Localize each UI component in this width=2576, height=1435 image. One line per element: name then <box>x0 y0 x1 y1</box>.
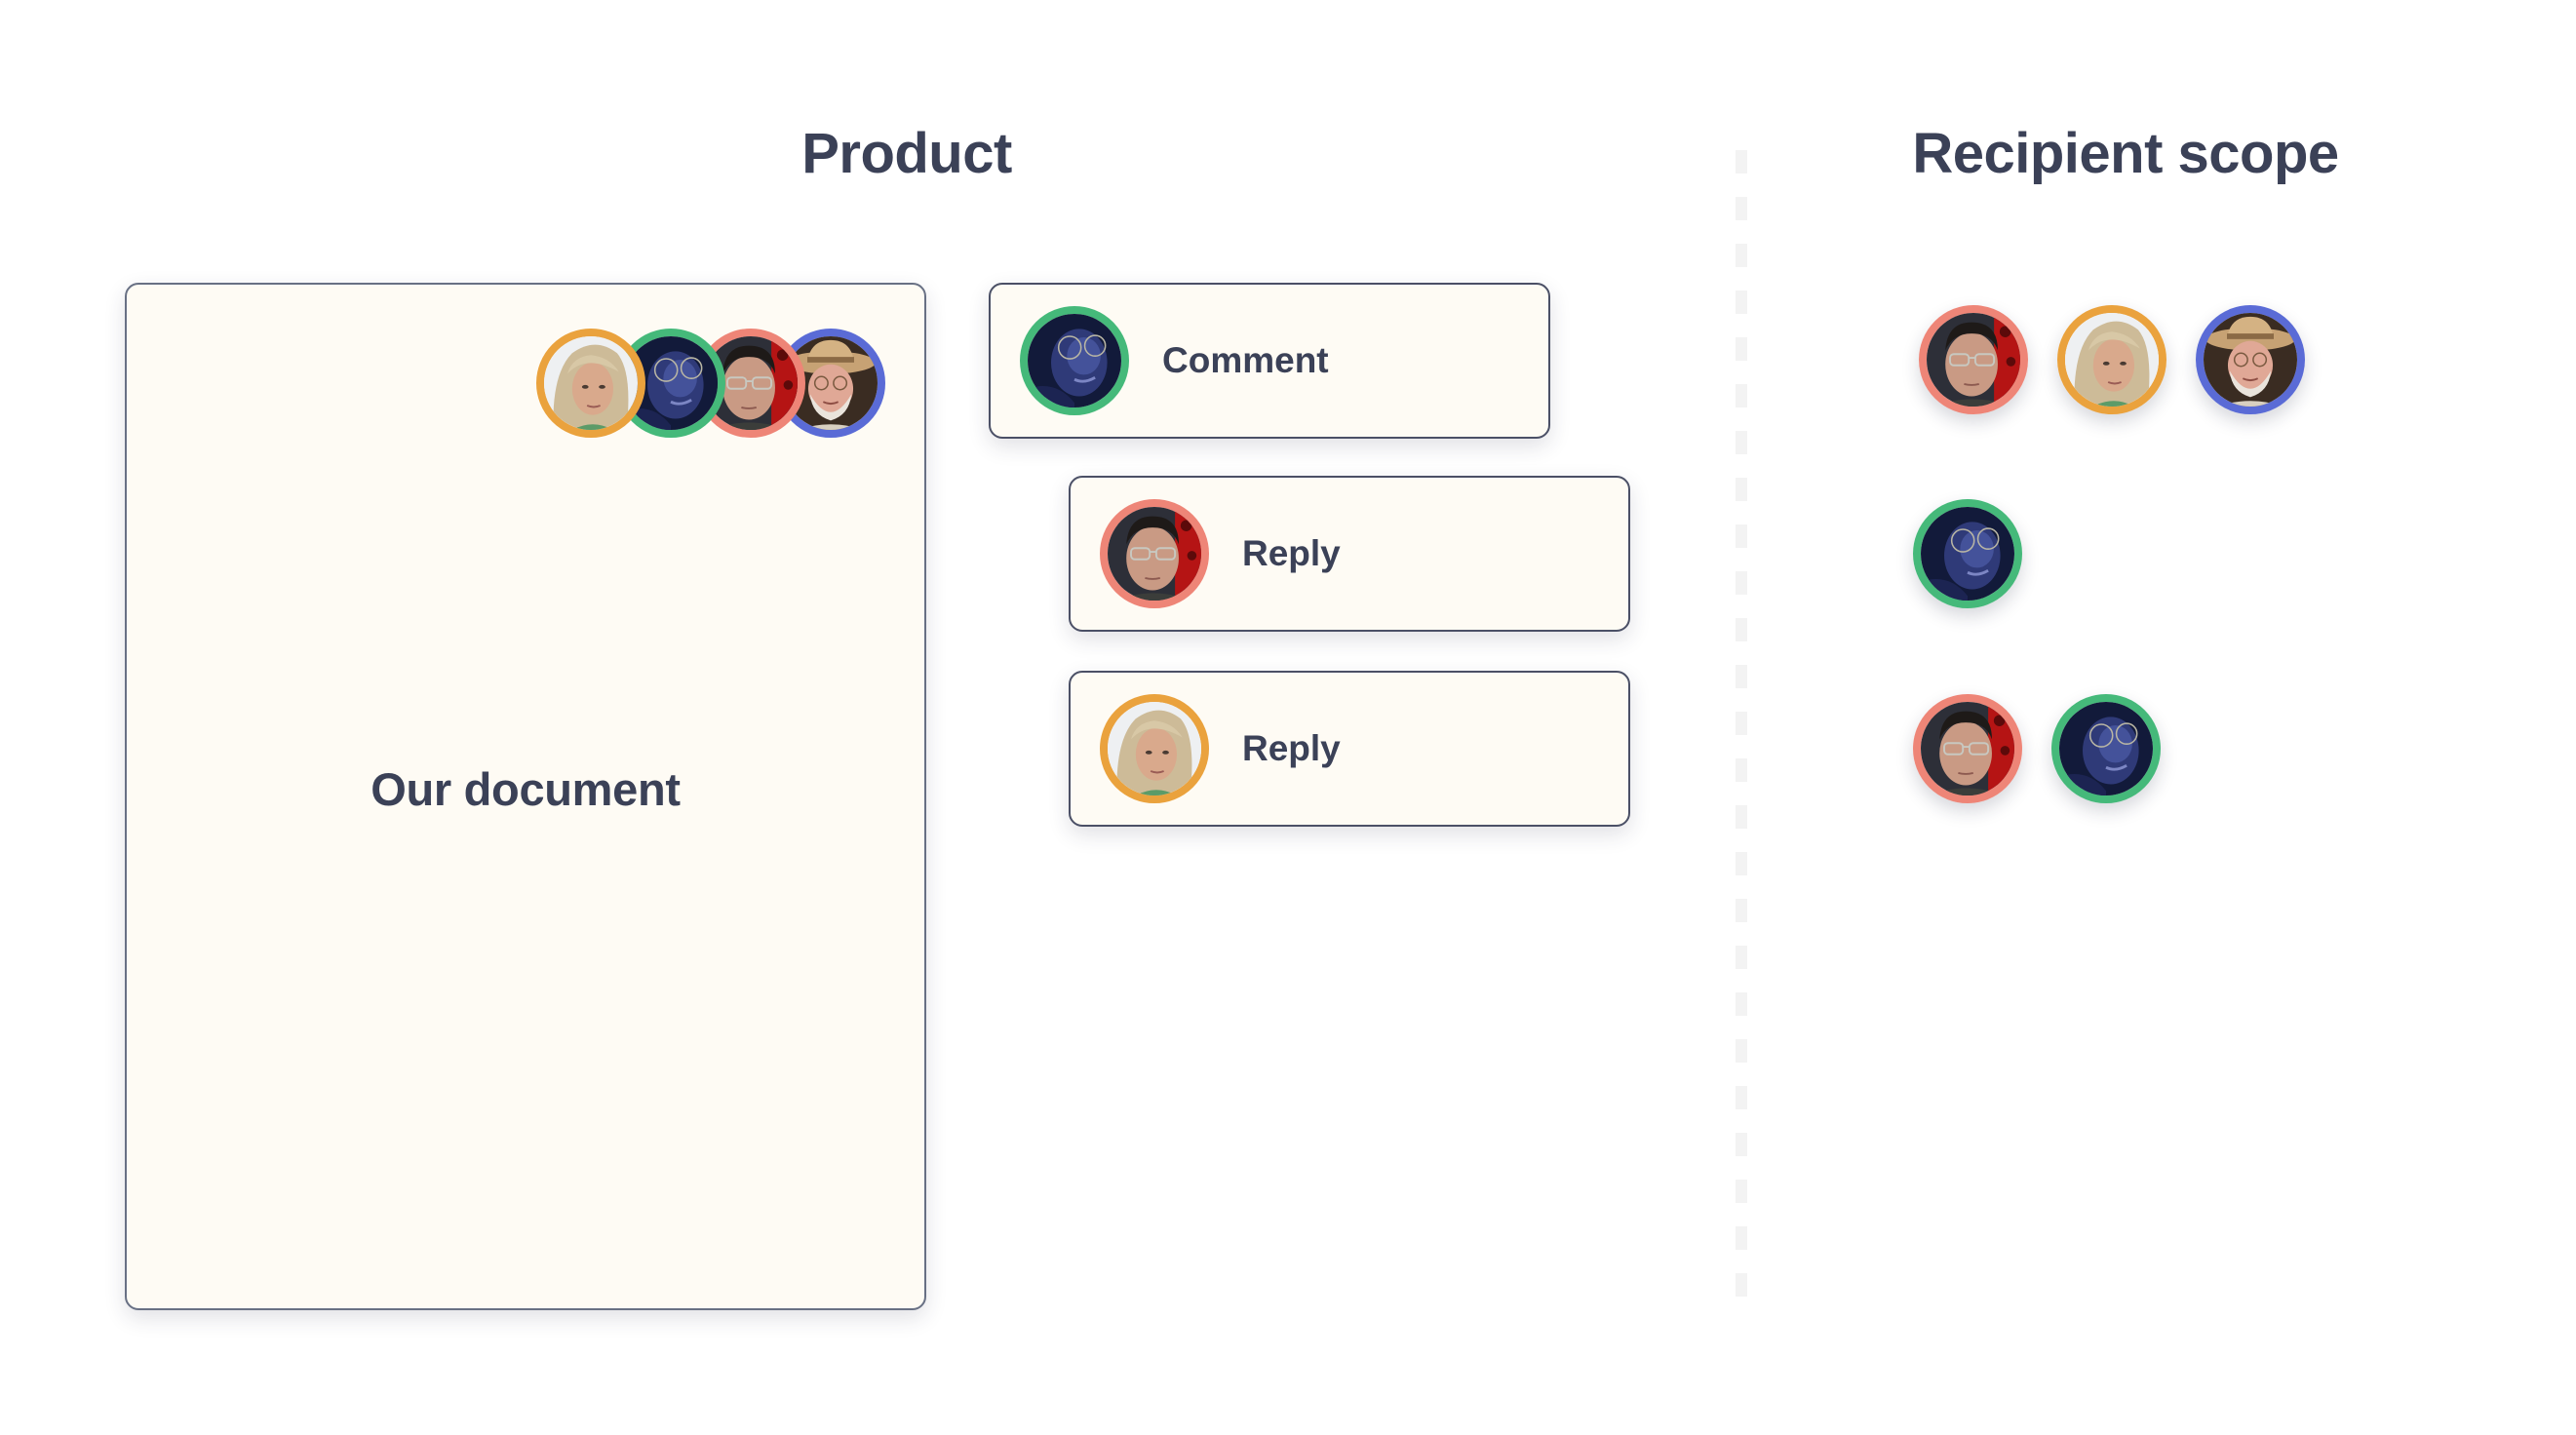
recipient-avatar-man-blue-light[interactable] <box>2051 694 2161 803</box>
avatar-man-blue-light <box>1020 306 1129 415</box>
comment-label: Comment <box>1162 340 1329 380</box>
comment-card[interactable]: Comment <box>989 283 1550 439</box>
reply-card[interactable]: Reply <box>1069 476 1630 632</box>
person-photo-icon <box>2204 313 2297 407</box>
recipient-avatar-man-with-glasses[interactable] <box>1913 694 2022 803</box>
recipient-scope-title: Recipient scope <box>1912 122 2339 185</box>
product-title: Product <box>801 122 1012 185</box>
person-photo-icon <box>544 336 638 430</box>
avatar-man-with-glasses <box>1100 499 1209 608</box>
avatar-blonde-woman[interactable] <box>536 329 645 438</box>
person-photo-icon <box>1921 702 2014 795</box>
document-participants-stack <box>536 329 887 438</box>
person-photo-icon <box>1921 507 2014 601</box>
person-photo-icon <box>1927 313 2020 407</box>
section-divider <box>1736 150 1747 1310</box>
person-photo-icon <box>2065 313 2159 407</box>
person-photo-icon <box>1108 507 1201 601</box>
document-label: Our document <box>371 763 681 815</box>
reply-label: Reply <box>1242 728 1341 768</box>
person-photo-icon <box>1108 702 1201 795</box>
person-photo-icon <box>1028 314 1121 407</box>
document-card[interactable]: Our document <box>125 283 926 1310</box>
recipient-avatar-old-man-with-hat[interactable] <box>2196 305 2305 414</box>
recipient-avatar-man-with-glasses[interactable] <box>1919 305 2028 414</box>
recipient-avatar-man-blue-light[interactable] <box>1913 499 2022 608</box>
avatar-blonde-woman <box>1100 694 1209 803</box>
recipient-avatar-blonde-woman[interactable] <box>2057 305 2166 414</box>
reply-label: Reply <box>1242 533 1341 573</box>
person-photo-icon <box>2059 702 2153 795</box>
reply-card[interactable]: Reply <box>1069 671 1630 827</box>
